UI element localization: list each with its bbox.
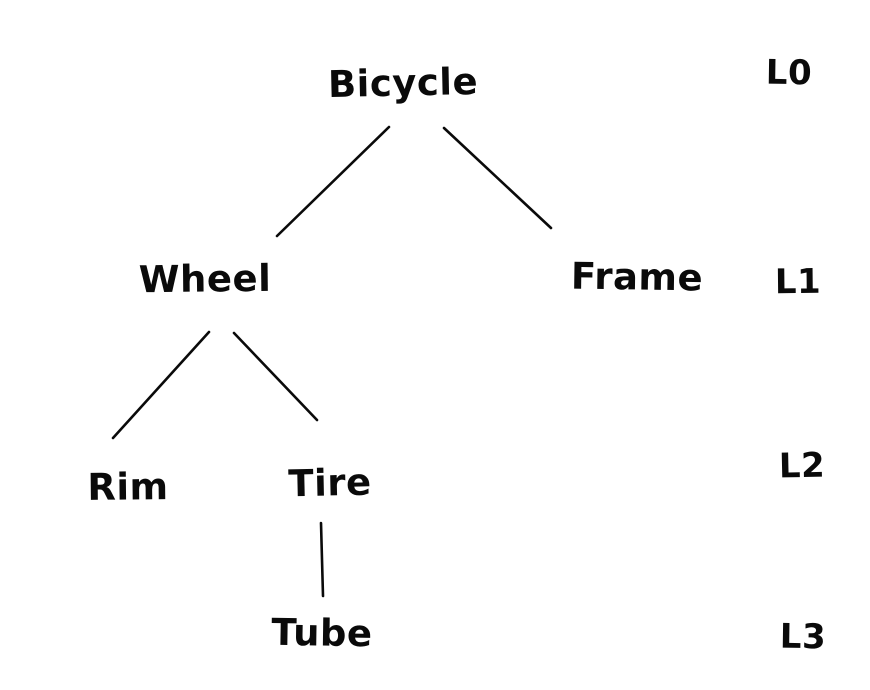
edge-bicycle-wheel [275,125,391,238]
tree-node-tube: Tube [271,610,373,656]
level-label-l1: L1 [774,261,822,303]
tree-node-rim: Rim [87,465,169,509]
edge-bicycle-frame [442,126,553,230]
tree-node-bicycle: Bicycle [327,59,479,107]
edge-tire-tube [319,521,325,598]
tree-node-frame: Frame [570,254,704,300]
level-label-l2: L2 [778,445,826,487]
tree-node-tire: Tire [287,460,373,506]
edge-wheel-rim [111,330,211,440]
edge-wheel-tire [232,331,319,422]
level-label-l0: L0 [765,52,813,94]
tree-node-wheel: Wheel [138,256,272,302]
level-label-l3: L3 [779,616,827,658]
